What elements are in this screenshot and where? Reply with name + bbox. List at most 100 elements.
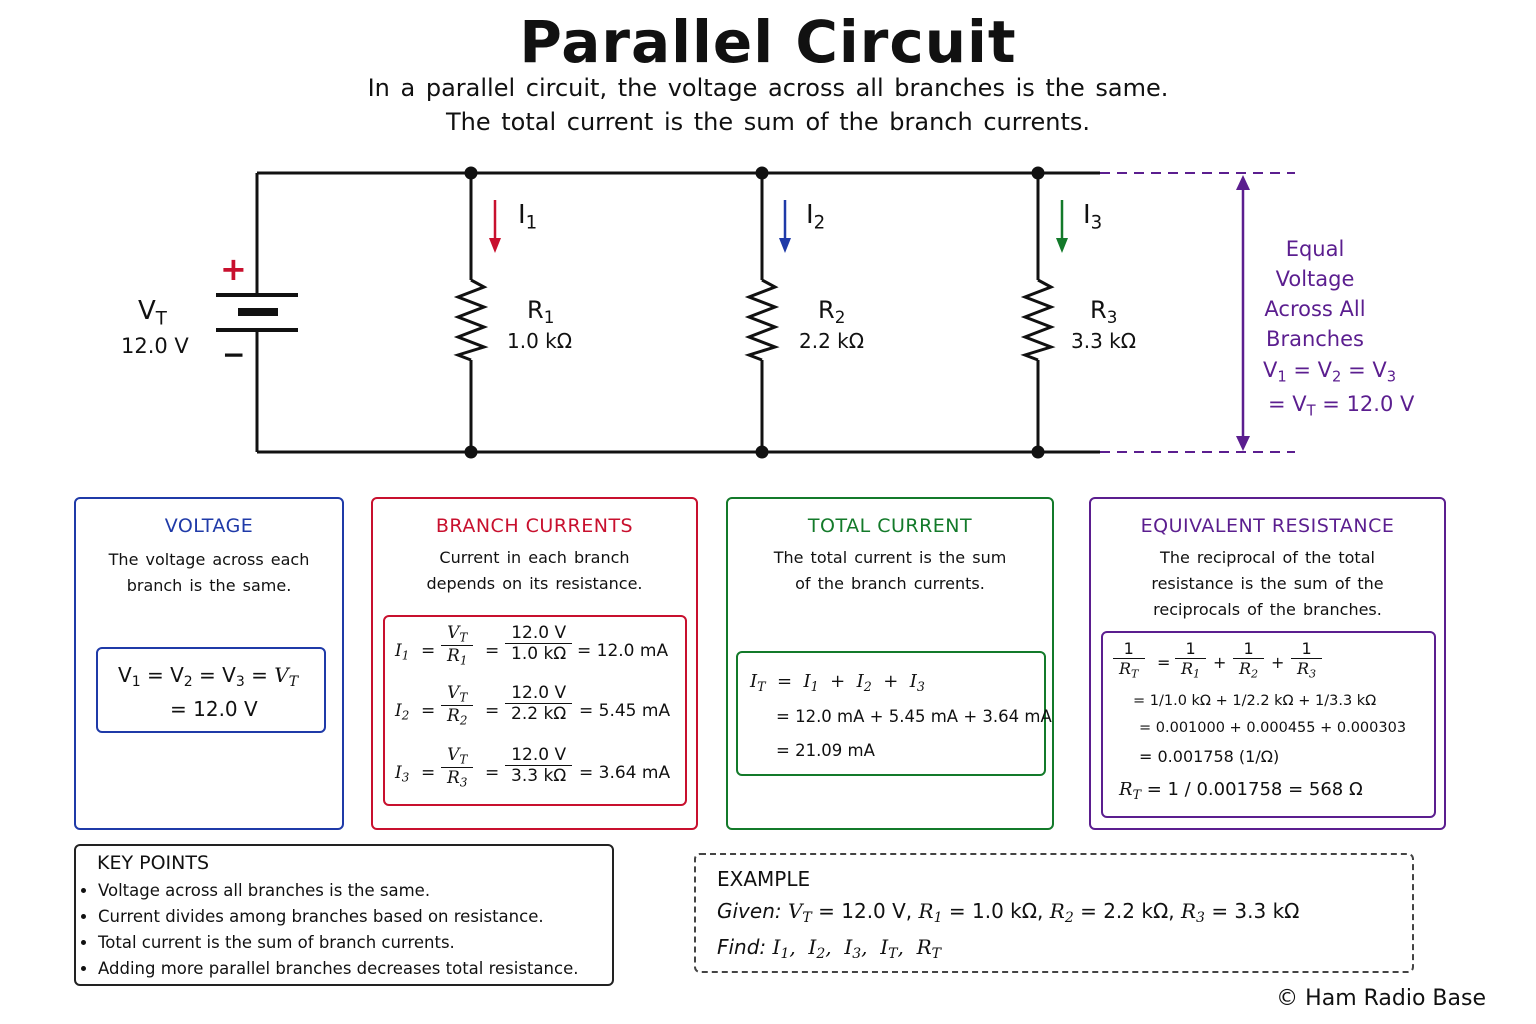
current-arrow-i2 [779, 200, 791, 253]
annotation-equation: V1 = V2 = V3 [1263, 358, 1397, 386]
total-current-formula: IT = I1 + I2 + I3 [750, 671, 925, 694]
i2-equals: = [421, 701, 436, 721]
voltage-dashed-lines [1100, 172, 1295, 453]
i2-symbol: I2 [395, 701, 410, 723]
annotation-line-3: Across All [1264, 297, 1366, 321]
battery-symbol [216, 293, 298, 332]
current-arrow-i3 [1056, 200, 1068, 253]
key-point-item: Current divides among branches based on … [98, 904, 618, 930]
resistor-label-r2: R2 [818, 296, 846, 328]
example-title: EXAMPLE [717, 867, 811, 891]
total-current-title: TOTAL CURRENT [807, 515, 973, 537]
resistor-value-r2: 2.2 kΩ [799, 329, 865, 353]
source-value: 12.0 V [121, 334, 189, 358]
current-label-i1: I1 [518, 200, 538, 234]
i3-equals-2: = [485, 763, 500, 783]
subtitle-line-1: In a parallel circuit, the voltage acros… [367, 74, 1169, 102]
junction-dots [464, 166, 1045, 459]
resistor-value-r3: 3.3 kΩ [1071, 329, 1137, 353]
voltage-formula: V1 = V2 = V3 = VT [118, 663, 299, 691]
branch-currents-panel: BRANCH CURRENTS Current in each branch d… [371, 497, 698, 830]
total-current-panel: TOTAL CURRENT The total current is the s… [726, 497, 1054, 830]
example-find: Find: I1, I2, I3, IT, RT [717, 935, 941, 963]
source-label: VT [138, 296, 167, 330]
i2-equals-2: = [485, 701, 500, 721]
annotation-equation-result: = VT = 12.0 V [1268, 392, 1415, 420]
i3-symbol: I3 [395, 763, 410, 785]
key-point-item: Total current is the sum of branch curre… [98, 930, 618, 956]
i1-symbol: I1 [395, 641, 410, 663]
resistor-label-r3: R3 [1090, 296, 1118, 328]
battery-plus-sign: + [220, 250, 247, 288]
key-points-title: KEY POINTS [97, 852, 210, 874]
example-given: Given: VT = 12.0 V, R1 = 1.0 kΩ, R2 = 2.… [717, 899, 1300, 927]
current-label-i3: I3 [1083, 200, 1103, 234]
resistor-r2-symbol [744, 278, 780, 362]
i3-equals: = [421, 763, 436, 783]
reciprocal-plus-1: + [1213, 653, 1227, 672]
total-current-desc-2: of the branch currents. [795, 574, 985, 593]
annotation-line-2: Voltage [1275, 267, 1355, 291]
circuit-diagram [216, 166, 1295, 459]
total-current-formula-box: IT = I1 + I2 + I3 = 12.0 mA + 5.45 mA + … [736, 651, 1052, 776]
example-box: EXAMPLE Given: VT = 12.0 V, R1 = 1.0 kΩ,… [694, 853, 1414, 973]
resistor-value-r1: 1.0 kΩ [507, 329, 573, 353]
i1-equals-2: = [485, 641, 500, 661]
equal-voltage-annotation: Equal Voltage Across All Branches [1255, 234, 1375, 354]
voltage-panel-title: VOLTAGE [164, 515, 254, 537]
total-current-result: = 21.09 mA [776, 741, 875, 760]
equivalent-resistance-result: RT = 1 / 0.001758 = 568 Ω [1119, 779, 1363, 802]
equivalent-resistance-line-3: = 0.001000 + 0.000455 + 0.000303 [1139, 720, 1407, 736]
equivalent-resistance-panel: EQUIVALENT RESISTANCE The reciprocal of … [1089, 497, 1446, 830]
reciprocal-plus-2: + [1271, 653, 1285, 672]
key-points-list: Voltage across all branches is the same.… [76, 878, 618, 982]
equivalent-resistance-title: EQUIVALENT RESISTANCE [1140, 515, 1395, 537]
voltage-formula-box: V1 = V2 = V3 = VT = 12.0 V [96, 647, 326, 733]
voltage-panel-desc-1: The voltage across each [108, 550, 310, 569]
voltage-panel: VOLTAGE The voltage across each branch i… [74, 497, 344, 830]
total-current-desc-1: The total current is the sum [773, 548, 1007, 567]
voltage-formula-value: = 12.0 V [170, 697, 258, 721]
i1-equals: = [421, 641, 436, 661]
equivalent-resistance-desc-1: The reciprocal of the total [1160, 548, 1375, 567]
voltage-double-arrow [1236, 175, 1250, 451]
equivalent-resistance-desc-3: reciprocals of the branches. [1153, 600, 1382, 619]
voltage-panel-desc-2: branch is the same. [126, 576, 292, 595]
key-points-box: KEY POINTS Voltage across all branches i… [74, 844, 614, 986]
key-point-item: Adding more parallel branches decreases … [98, 956, 618, 982]
branch-currents-title: BRANCH CURRENTS [435, 515, 634, 537]
resistor-r1-symbol [453, 278, 489, 362]
current-label-i2: I2 [806, 200, 826, 234]
i1-result: = 12.0 mA [577, 641, 669, 661]
page-title: Parallel Circuit [519, 8, 1017, 76]
total-current-substitution: = 12.0 mA + 5.45 mA + 3.64 mA [776, 707, 1052, 726]
battery-minus-sign: − [222, 338, 246, 371]
resistor-label-r1: R1 [527, 296, 555, 328]
current-arrow-i1 [489, 200, 501, 253]
annotation-line-4: Branches [1266, 327, 1364, 351]
equivalent-resistance-desc-2: resistance is the sum of the [1151, 574, 1384, 593]
subtitle-line-2: The total current is the sum of the bran… [445, 108, 1091, 136]
reciprocal-equals: = [1157, 653, 1171, 672]
equivalent-resistance-line-2: = 1/1.0 kΩ + 1/2.2 kΩ + 1/3.3 kΩ [1133, 693, 1377, 709]
branch-currents-desc-1: Current in each branch [439, 548, 630, 567]
circuit-wires [255, 171, 1100, 454]
copyright-footer: © Ham Radio Base [1276, 986, 1486, 1011]
resistor-r3-symbol [1020, 278, 1056, 362]
key-point-item: Voltage across all branches is the same. [98, 878, 618, 904]
i2-result: = 5.45 mA [579, 701, 671, 721]
annotation-line-1: Equal [1285, 237, 1345, 261]
equivalent-resistance-line-4: = 0.001758 (1/Ω) [1139, 747, 1280, 766]
